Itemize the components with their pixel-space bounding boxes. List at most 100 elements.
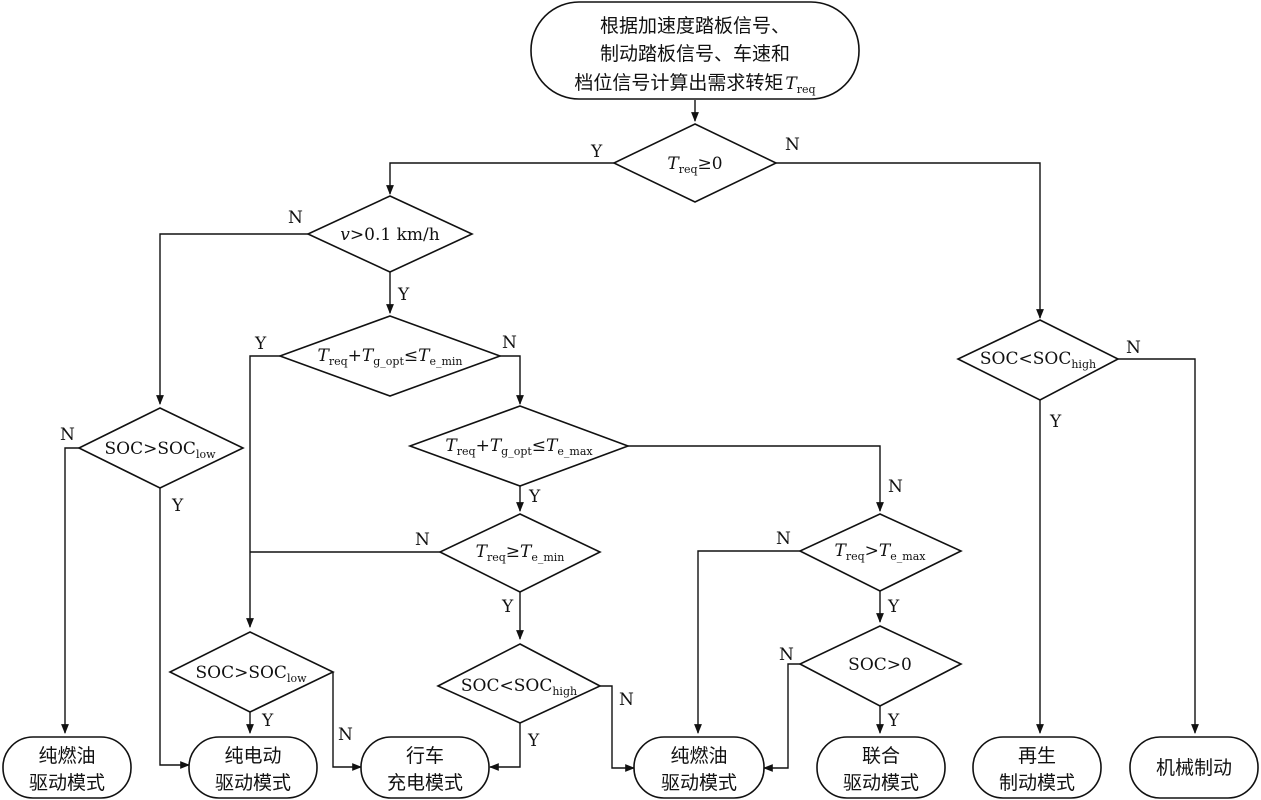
edge-soczero-no xyxy=(763,663,800,772)
mode-fuel-mid-line-1: 纯燃油 xyxy=(670,745,727,767)
label-sochigh-right-yes: Y xyxy=(1049,412,1062,432)
edge-sochigh-mid-yes xyxy=(489,723,521,771)
label-gt-emax-yes: Y xyxy=(887,597,900,617)
decision-treq-ge-emin-diamond xyxy=(438,513,602,593)
label-sochigh-mid-yes: Y xyxy=(527,731,540,751)
edge-sochigh-mid-no xyxy=(600,685,635,772)
edge-treq-yes xyxy=(386,162,614,195)
mode-fuel-mid-terminal xyxy=(633,736,765,799)
label-soclow-mid-yes: Y xyxy=(261,711,274,731)
decision-soc-high-right-diamond xyxy=(956,319,1120,401)
edge-emin-no xyxy=(500,355,524,405)
label-emax-yes: Y xyxy=(528,487,541,507)
mode-mech: 机械制动 xyxy=(1129,736,1259,799)
decision-speed-text: v>0.1 km/h xyxy=(340,225,439,245)
mode-charge: 行车 充电模式 xyxy=(360,736,490,799)
decision-treq: Treq≥0 xyxy=(612,123,778,203)
decision-emin: Treq+Tg_opt≤Te_min xyxy=(277,315,503,397)
mode-electric: 纯电动 驱动模式 xyxy=(188,736,318,799)
decision-soc-zero: SOC>0 xyxy=(798,625,963,707)
decision-treq-gt-emax-text: Treq>Te_max xyxy=(835,541,927,563)
mode-fuel-left: 纯燃油 驱动模式 xyxy=(2,736,132,799)
decision-soc-low-left-text: SOC>SOClow xyxy=(105,439,217,461)
mode-fuel-left-line-2: 驱动模式 xyxy=(29,772,105,794)
mode-electric-line-2: 驱动模式 xyxy=(215,772,291,794)
decision-soc-high-mid-text: SOC<SOChigh xyxy=(461,676,577,698)
label-treq-yes: Y xyxy=(590,142,603,162)
decision-speed-diamond xyxy=(306,195,474,273)
mode-charge-terminal xyxy=(360,736,490,799)
decision-soc-high-right-text: SOC<SOChigh xyxy=(980,349,1096,371)
decision-treq-text: Treq≥0 xyxy=(667,154,722,176)
decision-emax-text: Treq+Tg_opt≤Te_max xyxy=(445,436,593,458)
edge-treq-no xyxy=(776,162,1044,319)
decision-soc-low-mid: SOC>SOClow xyxy=(168,631,335,713)
decision-treq-ge-emin-text: Treq≥Te_min xyxy=(476,542,565,564)
label-emin-yes: Y xyxy=(254,334,267,354)
label-emin-no: N xyxy=(502,333,517,353)
decision-soc-low-left-diamond xyxy=(77,407,245,489)
edge-speed-no xyxy=(156,233,308,405)
label-ge-emin-no: N xyxy=(415,530,430,550)
label-gt-emax-no: N xyxy=(776,529,791,549)
mode-fuel-mid-line-2: 驱动模式 xyxy=(661,772,737,794)
decision-emin-text: Treq+Tg_opt≤Te_min xyxy=(317,346,462,368)
mode-combined-line-1: 联合 xyxy=(862,745,900,767)
decision-treq-gt-emax-diamond xyxy=(798,513,963,592)
mode-regen-terminal xyxy=(972,736,1102,799)
label-soczero-no: N xyxy=(779,645,794,665)
decision-soc-low-left: SOC>SOClow xyxy=(77,407,245,489)
mode-charge-line-1: 行车 xyxy=(406,745,444,767)
mode-electric-terminal xyxy=(188,736,318,799)
decision-soc-high-right: SOC<SOChigh xyxy=(956,319,1120,401)
decision-soc-high-mid: SOC<SOChigh xyxy=(436,643,602,724)
mode-electric-line-1: 纯电动 xyxy=(224,745,281,767)
mode-fuel-left-line-1: 纯燃油 xyxy=(38,745,95,767)
edge-soclow-left-yes xyxy=(159,488,190,769)
edge-emin-yes xyxy=(246,355,280,628)
decision-soc-zero-text: SOC>0 xyxy=(848,655,912,675)
decision-soc-high-mid-diamond xyxy=(436,643,602,724)
label-ge-emin-yes: Y xyxy=(501,597,514,617)
start-terminal xyxy=(530,1,860,100)
mode-regen: 再生 制动模式 xyxy=(972,736,1102,799)
label-sochigh-mid-no: N xyxy=(619,690,634,710)
mode-combined: 联合 驱动模式 xyxy=(816,736,946,799)
decision-emin-diamond xyxy=(277,315,503,397)
edge-soclow-mid-no xyxy=(332,672,362,771)
edge-soclow-left-no xyxy=(61,447,79,734)
decision-treq-ge-emin: Treq≥Te_min xyxy=(438,513,602,593)
label-speed-yes: Y xyxy=(397,285,410,305)
decision-soc-zero-diamond xyxy=(798,625,963,707)
edge-emax-no xyxy=(628,445,884,512)
decision-treq-diamond xyxy=(612,123,778,203)
mode-regen-line-1: 再生 xyxy=(1018,745,1056,767)
label-soczero-yes: Y xyxy=(887,711,900,731)
decision-soc-low-mid-diamond xyxy=(168,631,335,713)
edges xyxy=(61,100,1199,772)
decision-emax-diamond xyxy=(407,405,631,487)
mode-combined-terminal xyxy=(816,736,946,799)
label-soclow-left-yes: Y xyxy=(171,496,184,516)
label-speed-no: N xyxy=(288,208,303,228)
label-treq-no: N xyxy=(785,135,800,155)
mode-fuel-mid: 纯燃油 驱动模式 xyxy=(633,736,765,799)
edge-gt-emax-no xyxy=(694,550,800,734)
start-line-2: 制动踏板信号、车速和 xyxy=(600,43,790,65)
label-sochigh-right-no: N xyxy=(1126,338,1141,358)
decision-treq-gt-emax: Treq>Te_max xyxy=(798,513,963,592)
decision-emax: Treq+Tg_opt≤Te_max xyxy=(407,405,631,487)
decision-soc-low-mid-text: SOC>SOClow xyxy=(196,663,308,685)
start-line-1: 根据加速度踏板信号、 xyxy=(600,15,790,37)
mode-mech-line-1: 机械制动 xyxy=(1156,757,1232,779)
edge-sochigh-right-no xyxy=(1118,358,1199,734)
mode-combined-line-2: 驱动模式 xyxy=(843,772,919,794)
decision-speed: v>0.1 km/h xyxy=(306,195,474,273)
label-soclow-left-no: N xyxy=(60,425,75,445)
label-emax-no: N xyxy=(888,477,903,497)
mode-regen-line-2: 制动模式 xyxy=(999,772,1075,794)
mode-mech-terminal xyxy=(1129,736,1259,799)
